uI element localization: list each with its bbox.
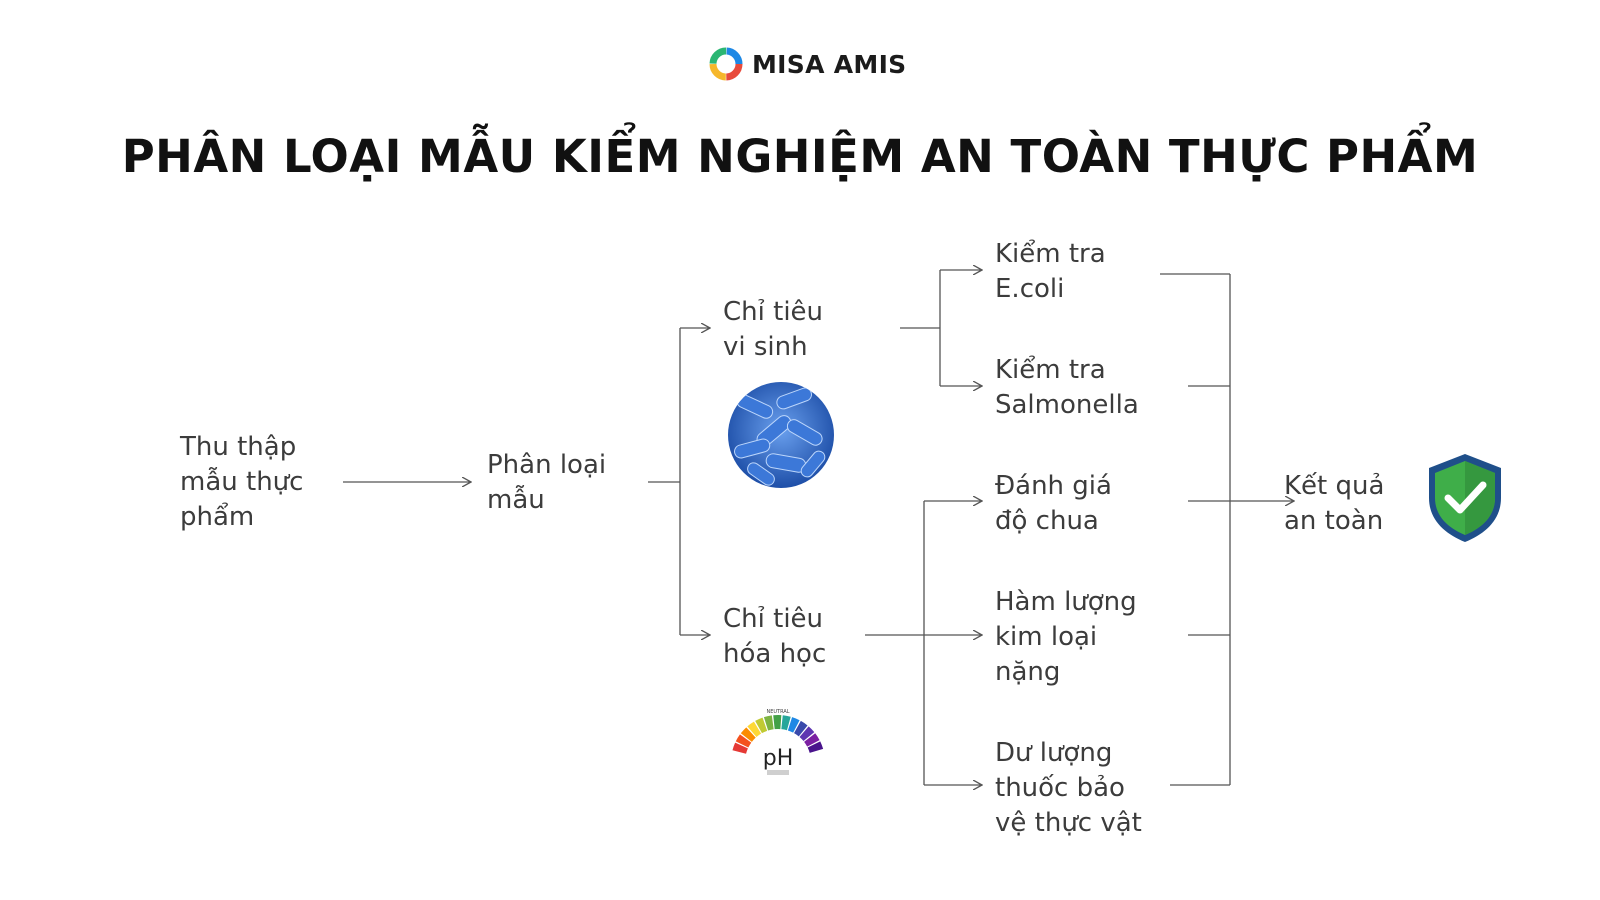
ph-scale-icon: NEUTRAL pH xyxy=(732,709,824,775)
ph-segment xyxy=(804,733,820,747)
ph-segment xyxy=(781,715,791,731)
brand-name: MISA AMIS xyxy=(752,49,907,79)
bacteria-icon xyxy=(728,382,834,488)
node-heavy-metal: Hàm lượng kim loại nặng xyxy=(995,587,1137,687)
node-classify-sample: Phân loại mẫu xyxy=(487,450,607,515)
ph-segment xyxy=(787,717,800,733)
ph-segment xyxy=(755,717,768,734)
node-salmonella-test: Kiểm tra Salmonella xyxy=(995,355,1139,420)
node-micro-criteria: Chỉ tiêu vi sinh xyxy=(723,297,824,362)
misa-amis-logo-icon xyxy=(709,47,743,81)
ph-segment xyxy=(735,734,752,748)
ph-segment xyxy=(799,726,815,742)
ph-label: pH xyxy=(763,746,794,771)
ph-segment xyxy=(740,727,756,742)
node-acidity-eval: Đánh giá độ chua xyxy=(995,471,1112,536)
node-pesticide-residue: Dư lượng thuốc bảo vệ thực vật xyxy=(995,738,1142,838)
ph-segment xyxy=(793,720,808,737)
ph-segment xyxy=(732,742,748,754)
node-ecoli-test: Kiểm tra E.coli xyxy=(995,239,1106,304)
node-collect-sample: Thu thập mẫu thực phẩm xyxy=(180,432,304,532)
ph-neutral-label: NEUTRAL xyxy=(766,709,789,715)
node-chem-criteria: Chỉ tiêu hóa học xyxy=(723,604,827,669)
ph-segment xyxy=(807,741,824,753)
page-title: PHÂN LOẠI MẪU KIỂM NGHIỆM AN TOÀN THỰC P… xyxy=(121,130,1479,183)
node-safe-result: Kết quả an toàn xyxy=(1284,471,1385,536)
ph-segment xyxy=(763,715,774,731)
brand-logo: MISA AMIS xyxy=(708,44,906,84)
ph-badge xyxy=(767,770,789,775)
ph-segment xyxy=(747,721,762,738)
shield-check-icon xyxy=(1429,454,1501,542)
